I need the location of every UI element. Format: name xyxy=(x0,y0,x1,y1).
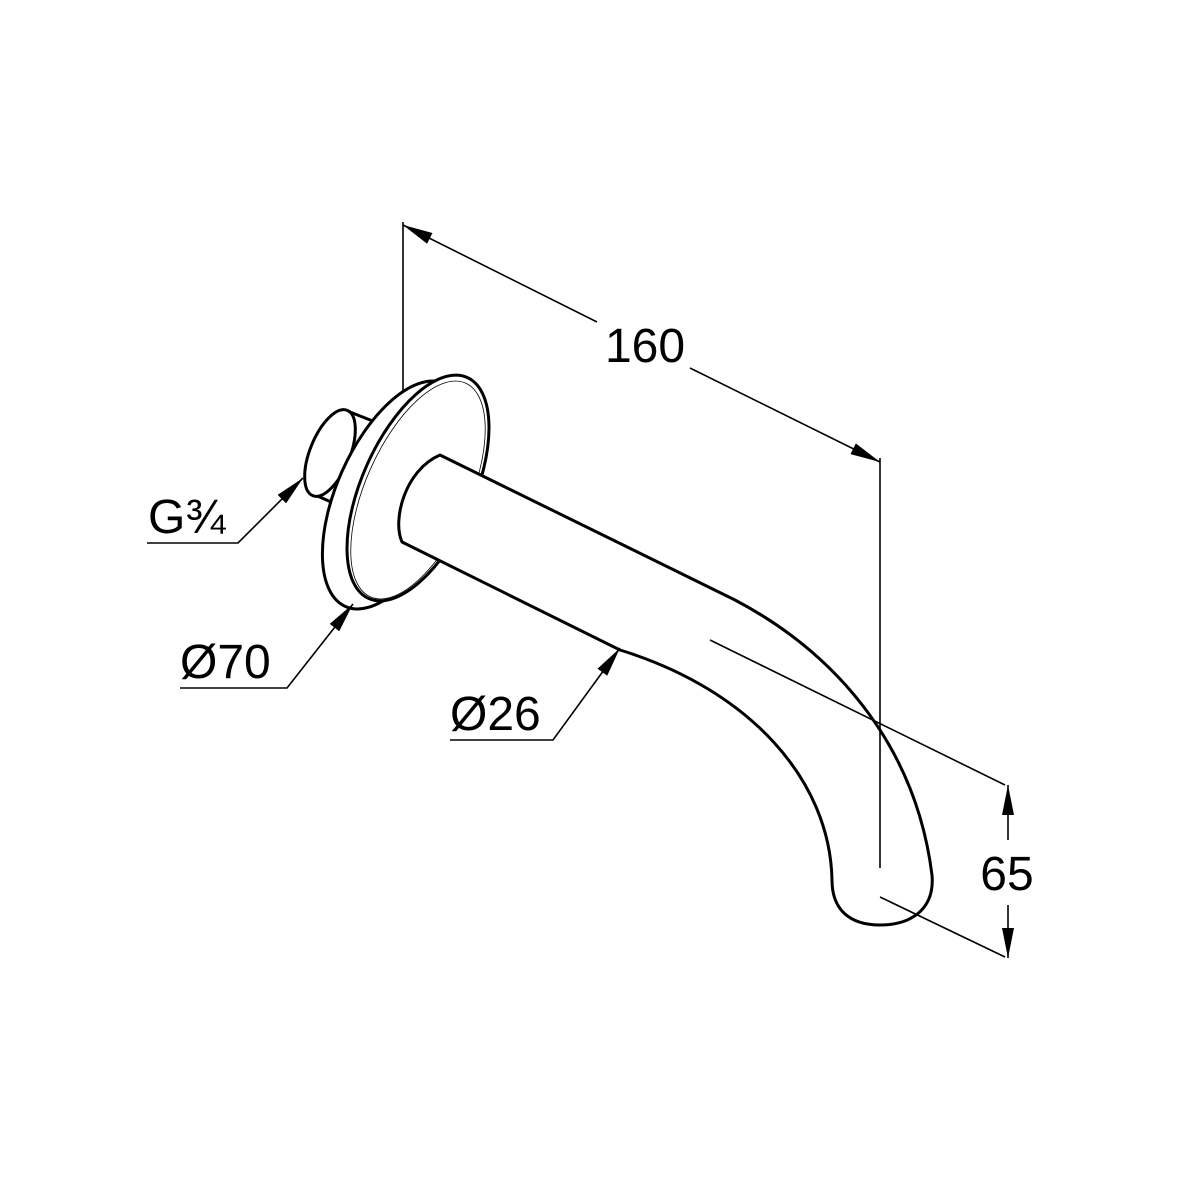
label-rosette-diameter: Ø70 xyxy=(180,636,271,689)
label-thread: G¾ xyxy=(148,491,226,544)
label-spout-diameter: Ø26 xyxy=(450,688,541,741)
centerline-lower xyxy=(879,896,1006,958)
dimension-label-160: 160 xyxy=(605,320,685,373)
leader-thread: G¾ xyxy=(147,477,304,544)
leader-spout-diameter: Ø26 xyxy=(450,647,621,741)
dimension-65: 65 xyxy=(980,785,1034,958)
dimension-160: 160 xyxy=(402,224,881,463)
centerline-upper xyxy=(709,639,1006,786)
dimension-label-65: 65 xyxy=(980,848,1033,901)
leader-rosette-diameter: Ø70 xyxy=(180,603,354,689)
